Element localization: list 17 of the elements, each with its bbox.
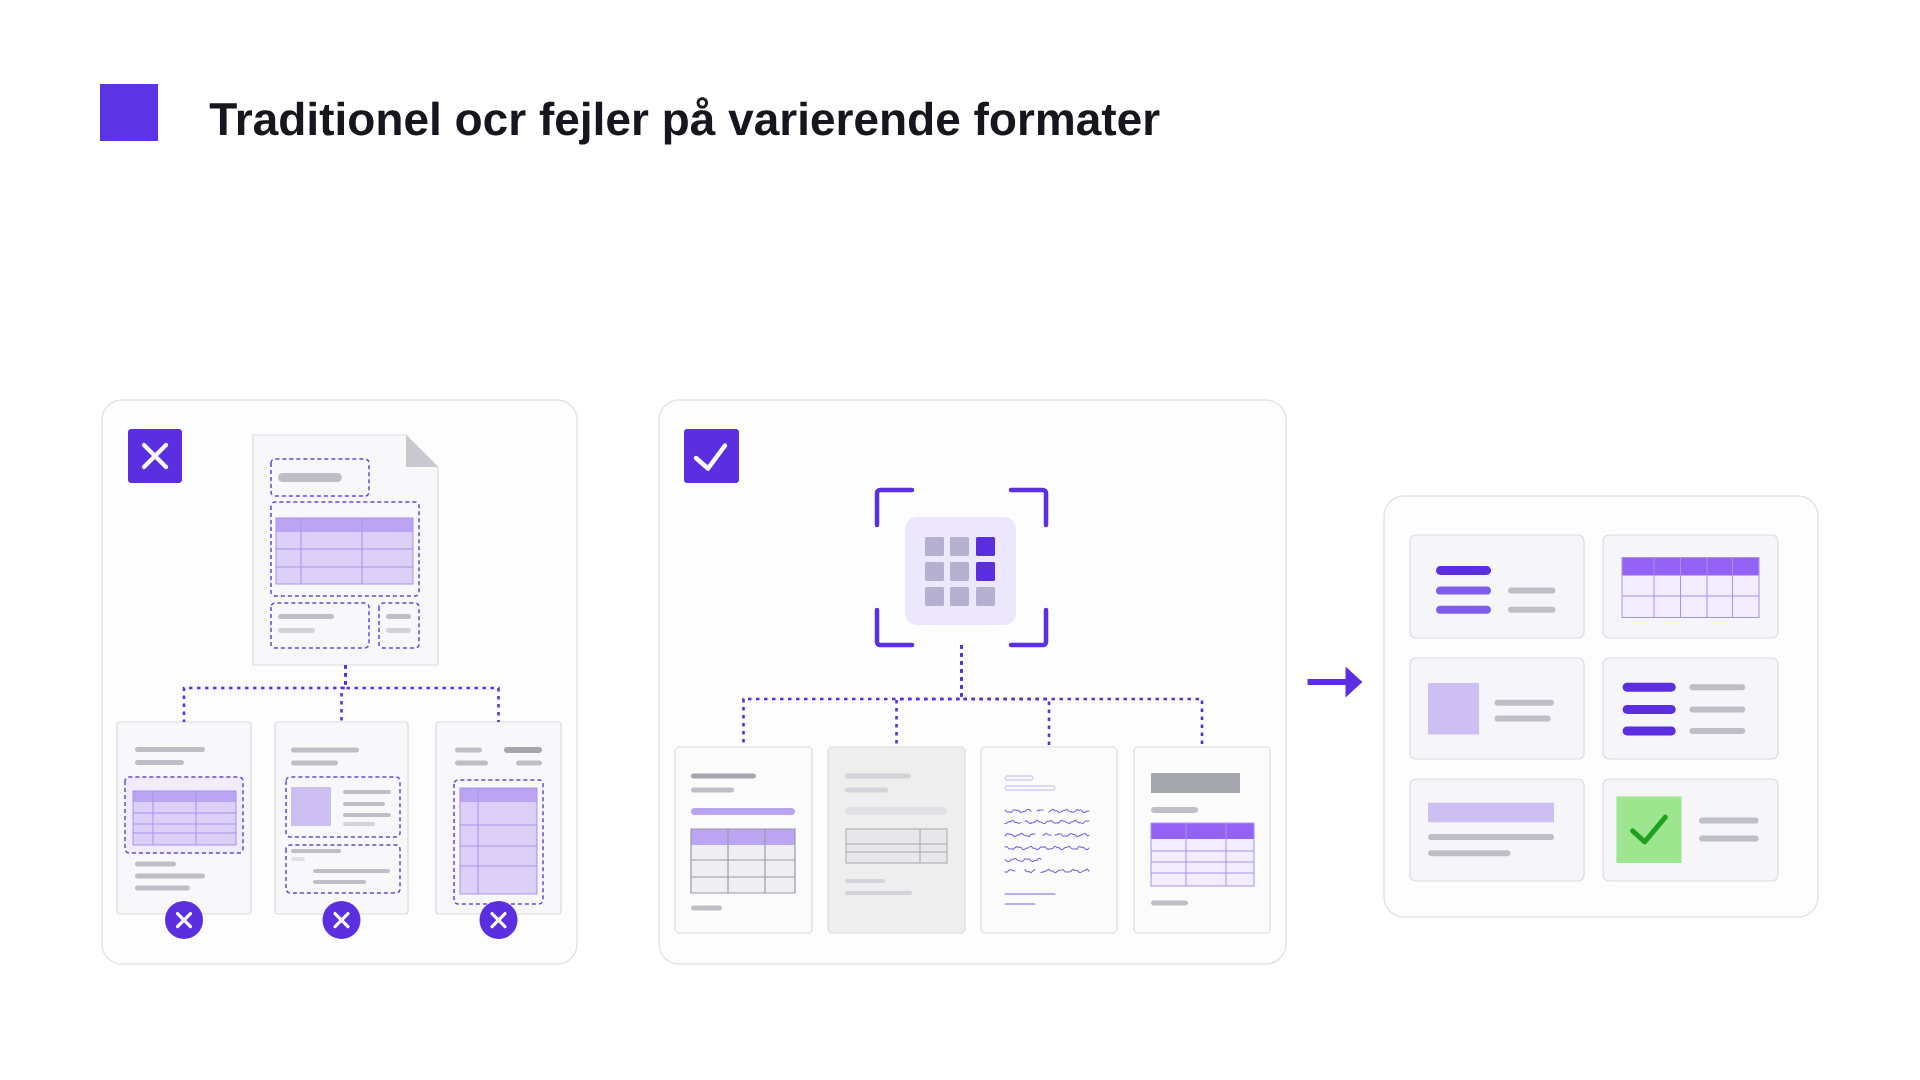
- document-page: [252, 434, 439, 666]
- field-card: [1409, 778, 1585, 882]
- document-page: [116, 721, 252, 915]
- connector-line: [344, 665, 500, 722]
- field-card: [1409, 534, 1585, 639]
- document-page: [1133, 746, 1271, 934]
- document-page: [674, 746, 813, 934]
- field-card: [1409, 657, 1585, 760]
- field-card: [1602, 657, 1779, 760]
- title: Traditionel ocr fejler på varierende formater: [209, 97, 1160, 145]
- document-page: [274, 721, 409, 915]
- document-page: [827, 746, 966, 934]
- field-card: [1602, 534, 1779, 639]
- document-page: [435, 721, 562, 915]
- document-page: [980, 746, 1118, 934]
- scan-icon: [874, 487, 1049, 648]
- connector-line: [960, 645, 1204, 747]
